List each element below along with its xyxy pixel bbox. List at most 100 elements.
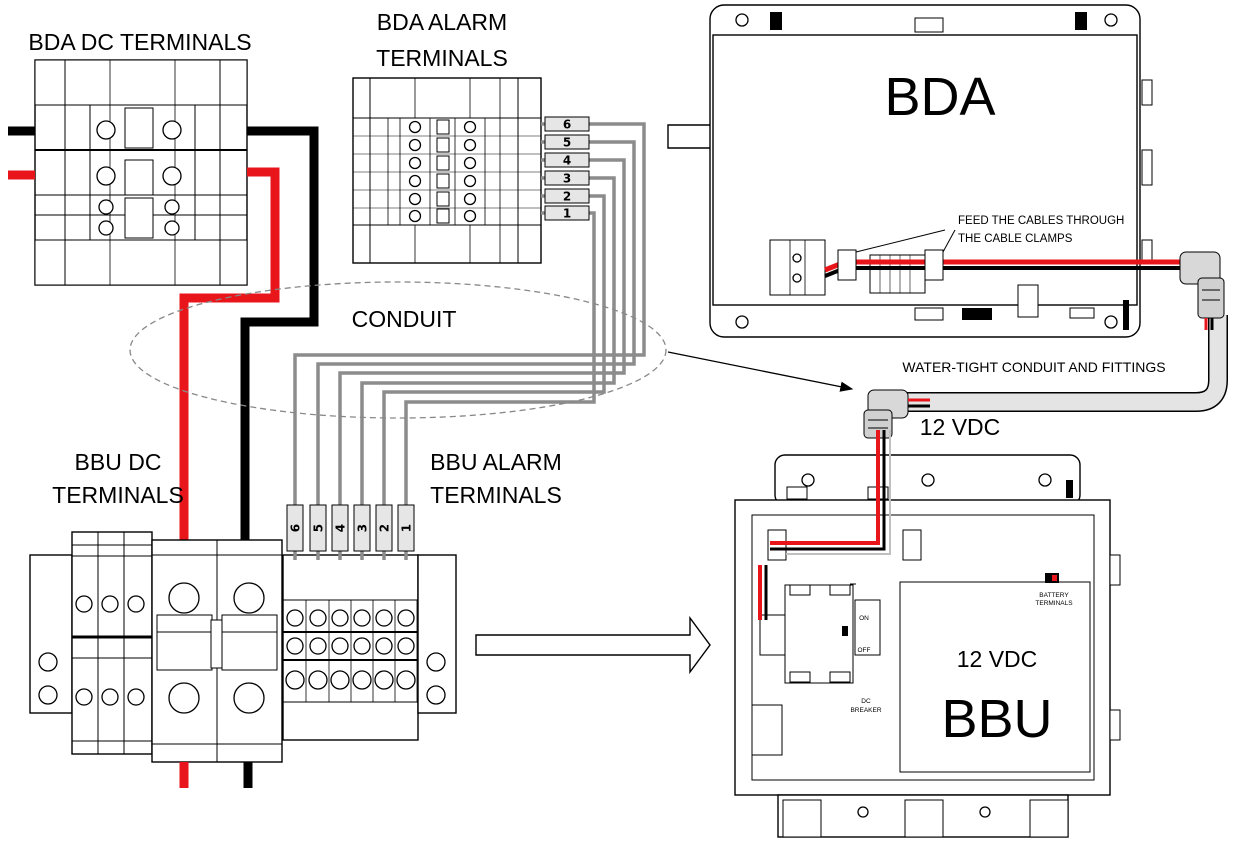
terminal-hole xyxy=(374,670,394,690)
terminal-clamp xyxy=(436,119,450,135)
feed-cables-label-1: FEED THE CABLES THROUGH xyxy=(958,215,1124,227)
alarm-wire-tag xyxy=(375,504,393,552)
alarm-wire-tag xyxy=(353,504,371,552)
alarm-wire-tag-number: 4 xyxy=(563,154,571,168)
feed-cables-label-2: THE CABLE CLAMPS xyxy=(958,233,1073,245)
breaker-on-label: ON xyxy=(859,615,869,622)
bbu-title: BBU xyxy=(941,689,1052,749)
alarm-wire-tag-number: 1 xyxy=(563,207,571,221)
conduit-label: CONDUIT xyxy=(352,306,457,332)
bda-conduit-fitting xyxy=(1179,251,1225,319)
bbu-conduit-fitting xyxy=(863,389,909,439)
alarm-wire xyxy=(404,211,596,505)
bda-dc-wires xyxy=(8,126,319,540)
conduit-voltage-label: 12 VDC xyxy=(920,414,1001,440)
breaker-off-label: OFF xyxy=(858,647,871,654)
alarm-wire-tag-number: 3 xyxy=(563,172,571,186)
alarm-wire-tag-number: 4 xyxy=(334,524,348,532)
terminal-hole xyxy=(408,138,422,152)
terminal-clamp xyxy=(436,208,450,224)
terminal-hole xyxy=(408,192,422,206)
alarm-wire-tag-number: 1 xyxy=(400,524,414,532)
terminal-hole xyxy=(408,156,422,170)
to-bbu-arrow xyxy=(475,615,711,675)
alarm-wire-tag xyxy=(397,504,415,552)
terminal-hole xyxy=(353,609,371,627)
terminal-hole xyxy=(352,670,372,690)
alarm-wire-tag xyxy=(309,504,327,552)
bbu-alarm-terminals-label-1: BBU ALARM xyxy=(430,449,562,475)
alarm-wire-tag-number: 5 xyxy=(563,136,571,150)
terminal-hole xyxy=(463,174,477,188)
terminal-hole xyxy=(331,609,349,627)
conduit-ellipse xyxy=(129,281,667,419)
terminal-hole xyxy=(353,637,371,655)
terminal-hole xyxy=(396,670,416,690)
alarm-wire-tag-number: 3 xyxy=(356,524,370,532)
bda-enclosure xyxy=(709,4,1185,338)
alarm-wire-tag xyxy=(544,134,590,150)
bbu-enclosure xyxy=(734,430,1121,838)
terminal-hole xyxy=(463,192,477,206)
terminal-hole xyxy=(309,637,327,655)
bbu-alarm-terminals-label-2: TERMINALS xyxy=(430,482,562,508)
bda-title: BDA xyxy=(884,67,995,127)
alarm-wire-tag xyxy=(544,170,590,186)
terminal-hole xyxy=(286,609,304,627)
alarm-wire-tag-number: 5 xyxy=(312,524,326,532)
terminal-hole xyxy=(463,138,477,152)
terminal-hole xyxy=(408,209,422,223)
alarm-wire xyxy=(316,140,636,505)
terminal-clamp xyxy=(436,173,450,189)
terminal-clamp xyxy=(436,191,450,207)
alarm-wire-tag-number: 6 xyxy=(289,524,303,532)
alarm-wire-tag xyxy=(331,504,349,552)
terminal-hole xyxy=(286,637,304,655)
water-tight-label: WATER-TIGHT CONDUIT AND FITTINGS xyxy=(902,359,1165,375)
alarm-wire-tag xyxy=(544,116,590,132)
dc-breaker-label-2: BREAKER xyxy=(850,707,881,714)
terminal-hole xyxy=(397,637,415,655)
terminal-hole xyxy=(330,670,350,690)
alarm-wire-tag xyxy=(544,205,590,221)
conduit-pointer-arrow xyxy=(667,351,854,392)
terminal-hole xyxy=(285,670,305,690)
bda-dc-terminals-label: BDA DC TERMINALS xyxy=(28,29,251,55)
alarm-wire-tag xyxy=(544,152,590,168)
battery-terminals-label-1: BATTERY xyxy=(1039,592,1069,599)
alarm-wire-tag-number: 2 xyxy=(378,524,392,532)
bbu-dc-terminals-label-1: BBU DC xyxy=(75,449,162,475)
terminal-hole xyxy=(463,209,477,223)
terminal-clamp xyxy=(436,137,450,153)
terminal-hole xyxy=(463,120,477,134)
bda-alarm-terminal-block xyxy=(352,77,542,264)
terminal-hole xyxy=(309,609,327,627)
bda-alarm-terminals-label-1: BDA ALARM xyxy=(377,9,507,35)
alarm-wire-tag-number: 6 xyxy=(563,118,571,132)
bda-dc-terminal-block xyxy=(34,59,248,286)
terminal-hole xyxy=(375,637,393,655)
terminal-hole xyxy=(397,609,415,627)
alarm-wire xyxy=(360,176,616,505)
terminal-hole xyxy=(408,174,422,188)
dc-breaker-label-1: DC xyxy=(861,698,871,705)
bda-alarm-terminals-label-2: TERMINALS xyxy=(376,45,508,71)
bda-alarm-tags: 6 5 4 3 2 1 xyxy=(544,116,590,221)
alarm-wire xyxy=(293,122,646,505)
alarm-wire xyxy=(382,194,606,505)
terminal-hole xyxy=(308,670,328,690)
alarm-wire-tag xyxy=(286,504,304,552)
bbu-dc-terminals-label-2: TERMINALS xyxy=(52,482,184,508)
terminal-hole xyxy=(331,637,349,655)
bbu-voltage-label: 12 VDC xyxy=(957,646,1038,672)
terminal-clamp xyxy=(436,155,450,171)
terminal-hole xyxy=(463,156,477,170)
bbu-terminal-strip xyxy=(29,531,457,763)
battery-terminals-label-2: TERMINALS xyxy=(1035,600,1073,607)
terminal-hole xyxy=(375,609,393,627)
terminal-hole xyxy=(408,120,422,134)
alarm-wire-tag xyxy=(544,188,590,204)
alarm-wire-tag-number: 2 xyxy=(563,190,571,204)
